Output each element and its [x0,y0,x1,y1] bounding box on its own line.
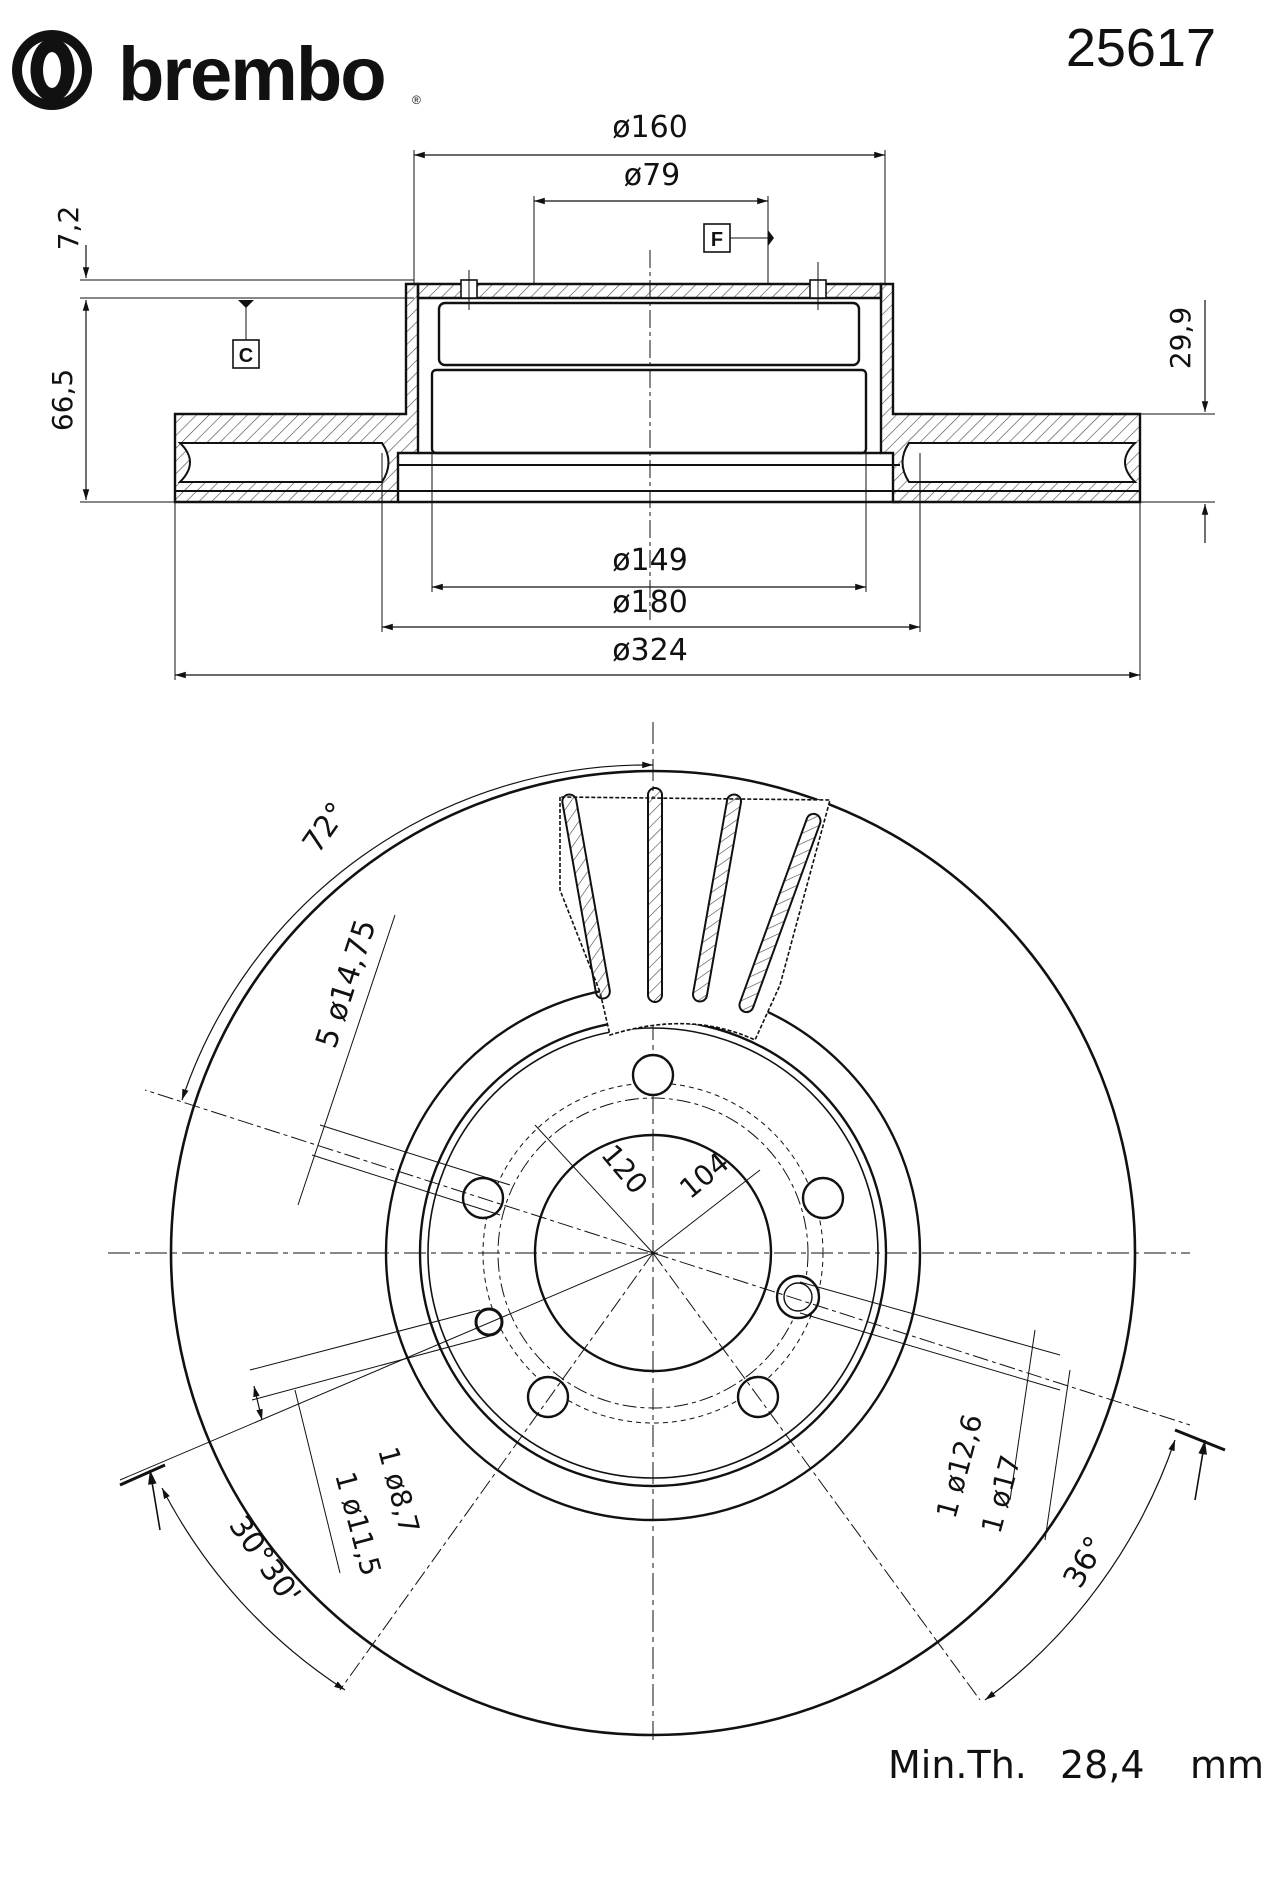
locator-hole-large [775,1274,821,1320]
min-thickness-label: Min.Th. [888,1743,1027,1787]
dim-h7-2: 7,2 [52,206,85,251]
dim-a72: 72° [296,796,355,860]
dim-holes5: 5 ø14,75 [309,915,383,1052]
dim-h8-7: 1 ø8,7 [371,1443,426,1537]
dim-pcd120: 120 [595,1138,655,1200]
bolt-hole [801,1176,845,1220]
min-thickness-note: Min.Th. 28,4 mm [888,1743,1264,1787]
part-number: 25617 [1066,18,1216,78]
datum-f: F [703,223,774,253]
dim-d160: ø160 [612,110,688,145]
dim-h17: 1 ø17 [975,1451,1027,1536]
brembo-mark-icon [12,30,92,110]
datum-c-label: C [239,345,253,367]
brembo-logo: brembo ® [12,30,421,117]
dim-d324: ø324 [612,633,688,668]
bolt-hole [631,1053,675,1097]
front-view: 72° 5 ø14,75 120 104 1 ø8,7 1 ø11,5 30°3… [108,722,1226,1740]
dim-d180: ø180 [612,585,688,620]
locator-hole-small [474,1307,504,1337]
bolt-hole [526,1375,570,1419]
vane-cutaway [559,796,832,1042]
dim-a30: 30°30' [221,1510,307,1612]
center-bore [533,1133,773,1373]
min-thickness-unit: mm [1190,1743,1264,1787]
datum-c: C [232,300,260,369]
min-thickness-value: 28,4 [1060,1743,1145,1787]
dim-d149: ø149 [612,543,688,578]
dim-h66-5: 66,5 [46,369,79,431]
registered-mark: ® [412,93,421,107]
dim-d79: ø79 [624,158,681,193]
dim-h29-9: 29,9 [1164,307,1197,369]
disc-outer-edge [169,769,1137,1737]
dim-a36: 36° [1057,1530,1114,1594]
section-view: ø160 ø79 ø149 ø180 ø324 7,2 66,5 29,9 F … [46,110,1215,680]
brand-name: brembo [118,32,385,117]
datum-f-label: F [711,229,723,251]
